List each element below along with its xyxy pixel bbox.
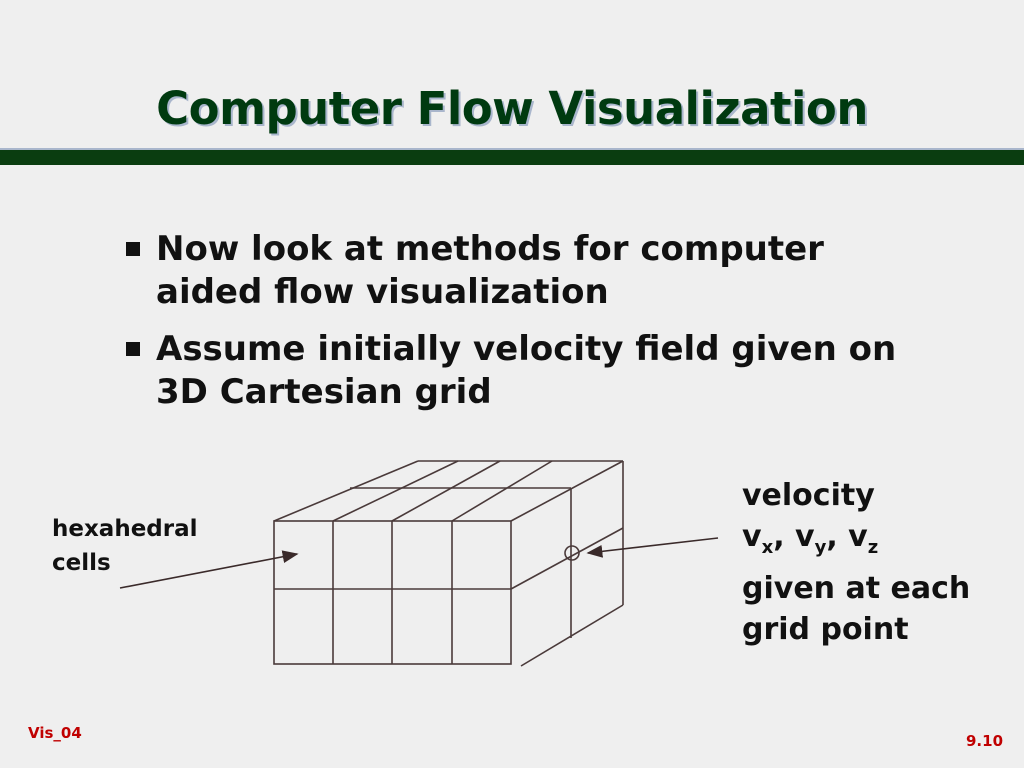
footer-course-id: Vis_04 (28, 724, 82, 742)
bullet-text: aided flow visualization (156, 272, 609, 312)
sub-z: z (867, 537, 879, 558)
label-line: hexahedral (52, 516, 198, 542)
v: v (795, 519, 815, 554)
bullet-item: Now look at methods for computer aided f… (120, 228, 920, 314)
label-line: cells (52, 550, 111, 576)
grid-point-marker (564, 545, 580, 561)
bullet-text: Now look at methods for computer (156, 229, 824, 269)
bullet-list: Now look at methods for computer aided f… (120, 228, 920, 428)
bullet-square-icon (126, 242, 140, 256)
label-line: grid point (742, 612, 909, 647)
hexahedral-grid (273, 460, 624, 667)
cells-arrow (119, 550, 299, 589)
v: v (848, 519, 868, 554)
bullet-square-icon (126, 342, 140, 356)
sep: , (773, 519, 796, 554)
v: v (742, 519, 762, 554)
velocity-label: velocity vx, vy, vz given at each grid p… (742, 475, 970, 650)
grid-point-arrow (586, 537, 719, 558)
label-line: given at each (742, 571, 971, 606)
velocity-components: vx, vy, vz (742, 516, 970, 568)
footer-slide-number: 9.10 (966, 732, 1004, 750)
hexahedral-cells-label: hexahedral cells (52, 512, 198, 580)
bullet-item: Assume initially velocity field given on… (120, 328, 920, 414)
sub-y: y (814, 537, 827, 558)
label-line: velocity (742, 478, 875, 513)
slide-title: Computer Flow Visualization (156, 82, 868, 135)
bullet-text: 3D Cartesian grid (156, 372, 492, 412)
sep: , (826, 519, 849, 554)
title-rule (0, 148, 1024, 165)
sub-x: x (761, 537, 774, 558)
bullet-text: Assume initially velocity field given on (156, 329, 897, 369)
